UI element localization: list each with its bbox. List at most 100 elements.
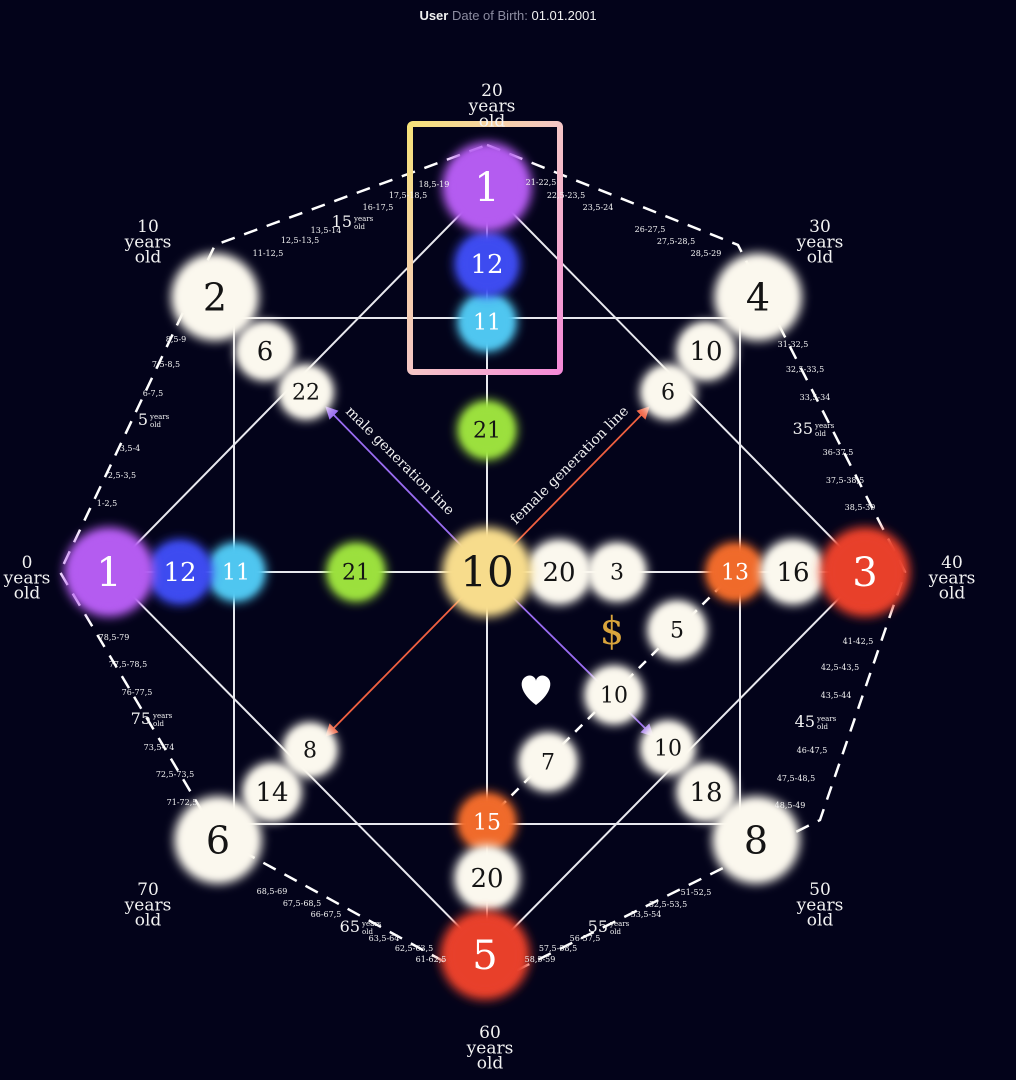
age-range-label: 1-2,5	[97, 499, 118, 508]
node-value: 12	[163, 558, 196, 588]
age-range-label: 26-27,5	[635, 225, 666, 234]
age-marker-number: 5	[138, 410, 148, 429]
node-value: 10	[689, 337, 722, 367]
age-marker-old: old	[362, 928, 373, 936]
node-core	[211, 547, 261, 597]
node-core	[523, 737, 573, 787]
node-value: 7	[541, 751, 555, 776]
age-range-label: 56-57,5	[570, 934, 601, 943]
age-range-label: 53,5-54	[631, 910, 662, 919]
node-right-2: 16	[760, 539, 826, 605]
node-value: 2	[203, 275, 227, 319]
node-love-mid: 10	[584, 665, 644, 725]
node-value: 6	[257, 337, 274, 367]
node-br-3: 10	[640, 720, 696, 776]
node-core	[721, 260, 795, 334]
age-text: 40	[941, 553, 963, 573]
age-text: old	[939, 584, 966, 604]
node-center: 10	[442, 527, 532, 617]
node-core	[450, 150, 524, 224]
age-text: 10	[137, 217, 159, 237]
age-range-label: 68,5-69	[257, 887, 288, 896]
node-right-center-1: 20	[526, 539, 592, 605]
age-text: old	[135, 248, 162, 268]
age-text: old	[477, 1054, 504, 1074]
node-left-2: 12	[147, 539, 213, 605]
age-marker-number: 65	[340, 917, 360, 936]
age-range-label: 23,5-24	[583, 203, 614, 212]
node-top-2: 12	[454, 231, 520, 297]
node-value: 3	[610, 561, 624, 586]
age-range-label: 42,5-43,5	[821, 663, 859, 672]
age-range-label: 46-47,5	[797, 746, 828, 755]
node-core	[240, 326, 290, 376]
age-text: old	[479, 112, 506, 132]
node-right-main: 3	[820, 527, 910, 617]
age-range-label: 13,5-14	[311, 226, 342, 235]
node-bottom-main: 5	[440, 910, 530, 1000]
node-core	[448, 918, 522, 992]
node-right-center-2: 3	[587, 542, 647, 602]
node-core	[681, 767, 731, 817]
node-core	[152, 544, 208, 600]
node-core	[181, 803, 255, 877]
age-marker-old: old	[153, 720, 164, 728]
node-bl-3: 8	[282, 722, 338, 778]
age-range-label: 32,5-33,5	[786, 365, 824, 374]
age-text: years	[3, 568, 51, 588]
age-marker-years: years	[814, 422, 835, 430]
node-core	[178, 260, 252, 334]
node-core	[287, 727, 333, 773]
age-text: years	[796, 895, 844, 915]
node-tl-corner: 2	[171, 253, 259, 341]
age-range-label: 76-77,5	[122, 688, 153, 697]
node-core	[652, 605, 702, 655]
node-value: 12	[470, 250, 503, 280]
age-range-label: 33,5-34	[800, 393, 831, 402]
node-core	[719, 803, 793, 877]
age-range-label: 3,5-4	[120, 444, 141, 453]
node-value: 22	[292, 381, 320, 406]
node-core	[592, 547, 642, 597]
age-range-label: 8,5-9	[166, 335, 187, 344]
node-tl-3: 22	[278, 364, 334, 420]
age-range-label: 16-17,5	[363, 203, 394, 212]
age-range-label: 41-42,5	[843, 637, 874, 646]
age-marker-number: 55	[588, 917, 608, 936]
node-core	[462, 297, 512, 347]
node-core	[681, 326, 731, 376]
ages-layer: 0yearsold10yearsold20yearsold30yearsold4…	[3, 81, 976, 1074]
node-top-inner: 21	[457, 400, 517, 460]
age-text: years	[928, 568, 976, 588]
node-core	[462, 405, 512, 455]
age-marker-old: old	[817, 723, 828, 731]
node-love-low: 7	[518, 732, 578, 792]
age-text: years	[468, 96, 516, 116]
age-range-label: 78,5-79	[99, 633, 130, 642]
age-range-label: 73,5-74	[144, 743, 175, 752]
node-money: 5	[647, 600, 707, 660]
node-br-corner: 8	[712, 796, 800, 884]
node-value: 10	[460, 548, 513, 597]
age-marker-old: old	[150, 421, 161, 429]
node-value: 15	[473, 811, 501, 836]
age-range-label: 57,5-58,5	[539, 944, 577, 953]
age-text: 60	[479, 1023, 501, 1043]
heart-icon	[521, 675, 551, 705]
node-core	[645, 369, 691, 415]
age-range-label: 61-62,5	[416, 955, 447, 964]
age-range-label: 2,5-3,5	[108, 471, 136, 480]
age-range-label: 52,5-53,5	[649, 900, 687, 909]
node-core	[331, 547, 381, 597]
age-range-label: 43,5-44	[821, 691, 852, 700]
node-core	[283, 369, 329, 415]
